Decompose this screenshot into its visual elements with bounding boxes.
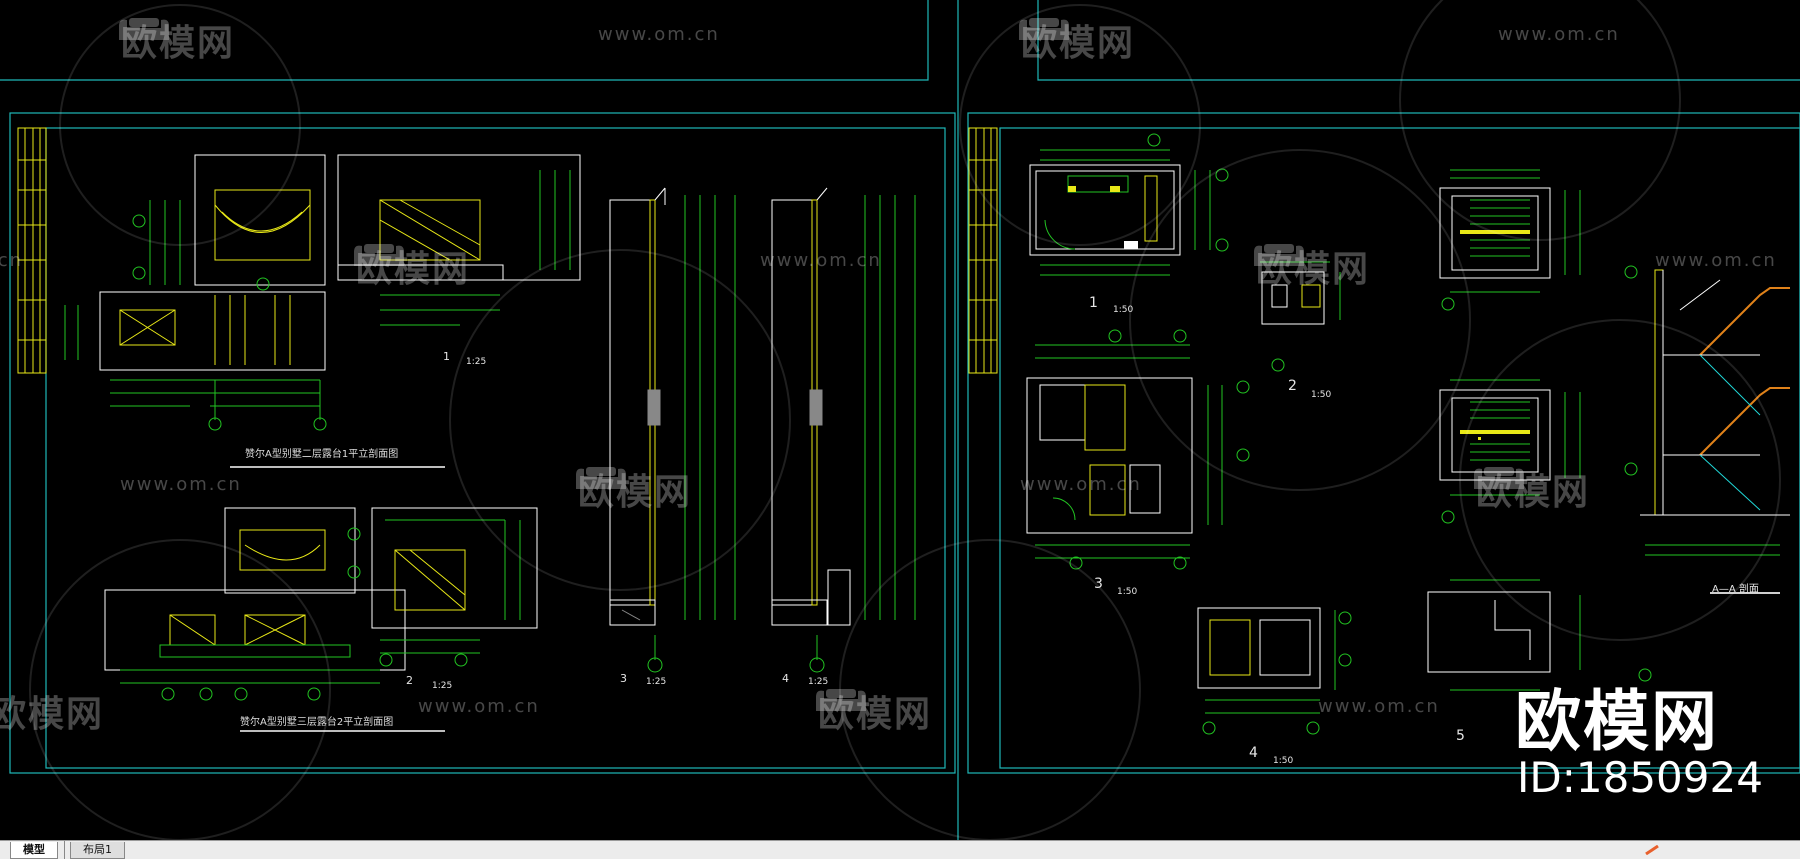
badge-id: ID:1850924 (1517, 753, 1763, 802)
watermark-brand: 欧模网 (115, 14, 235, 66)
watermark-brand: 欧模网 (572, 463, 692, 515)
callout-2-left: 2 (406, 674, 413, 687)
callout-1-right: 1 (1089, 295, 1098, 311)
section-aa-label: A—A 剖面 (1712, 584, 1759, 595)
scale-3-left: 1:25 (646, 677, 667, 687)
watermark-url: www.om.cn (418, 696, 540, 717)
watermark-url: www.om.cn (120, 474, 242, 495)
room-plans (1026, 133, 1352, 735)
watermark-brand: 欧模网 (1470, 463, 1590, 515)
scale-4-right: 1:50 (1273, 756, 1294, 766)
watermark-url: www.om.cn (1655, 250, 1777, 271)
tab-model[interactable]: 模型 (10, 842, 58, 859)
balcony-1-plan (64, 154, 581, 431)
watermark-brand: 欧模网 (1015, 14, 1135, 66)
watermark-url: www.om.cn (1318, 696, 1440, 717)
tab-layout1[interactable]: 布局1 (70, 842, 125, 859)
watermark-url: www.om.cn (1498, 24, 1620, 45)
scale-2-right: 1:50 (1311, 390, 1332, 400)
watermark-rings (29, 0, 1781, 840)
watermark-url: .cn (0, 250, 24, 271)
drawing-title-2: 赞尔A型别墅三层露台2平立剖面图 (240, 717, 394, 728)
layout-tab-bar: 模型 布局1 (0, 840, 1800, 859)
scale-3-right: 1:50 (1117, 587, 1138, 597)
sheet-frames (0, 0, 1800, 840)
callout-5-right: 5 (1456, 728, 1465, 744)
balcony-2-plan (104, 466, 538, 732)
orange-marker-icon (1645, 845, 1659, 855)
watermark-url: www.om.cn (760, 250, 882, 271)
stair-section (1640, 269, 1790, 594)
drawing-title-1: 赞尔A型别墅二层露台1平立剖面图 (245, 449, 399, 460)
watermark-brand: 欧模网 (1250, 240, 1370, 292)
watermark-brand: 欧模网 (0, 694, 105, 735)
callout-4-left: 4 (782, 672, 789, 685)
stair-plans (1427, 169, 1652, 691)
watermark-brand: 欧模网 (350, 240, 470, 292)
yellow-markers (1068, 186, 1481, 440)
watermark-url: www.om.cn (598, 24, 720, 45)
title-block-strips (17, 127, 998, 374)
scale-4-left: 1:25 (808, 677, 829, 687)
wall-sections (609, 187, 916, 673)
scale-1-right: 1:50 (1113, 305, 1134, 315)
callout-3-right: 3 (1094, 576, 1103, 592)
cad-drawing (0, 0, 1800, 840)
watermark-url: www.om.cn (1020, 474, 1142, 495)
cad-model-space[interactable]: 1 1:25 2 1:25 3 1:25 4 1:25 赞尔A型别墅二层露台1平… (0, 0, 1800, 840)
scale-2-left: 1:25 (432, 681, 453, 691)
watermark-brand: 欧模网 (812, 685, 932, 737)
callout-1-left: 1 (443, 350, 450, 363)
callout-3-left: 3 (620, 672, 627, 685)
scale-1-left: 1:25 (466, 357, 487, 367)
tab-separator (64, 841, 65, 859)
callout-2-right: 2 (1288, 378, 1297, 394)
callout-4-right: 4 (1249, 745, 1258, 761)
badge-brand: 欧模网 (1515, 683, 1719, 760)
